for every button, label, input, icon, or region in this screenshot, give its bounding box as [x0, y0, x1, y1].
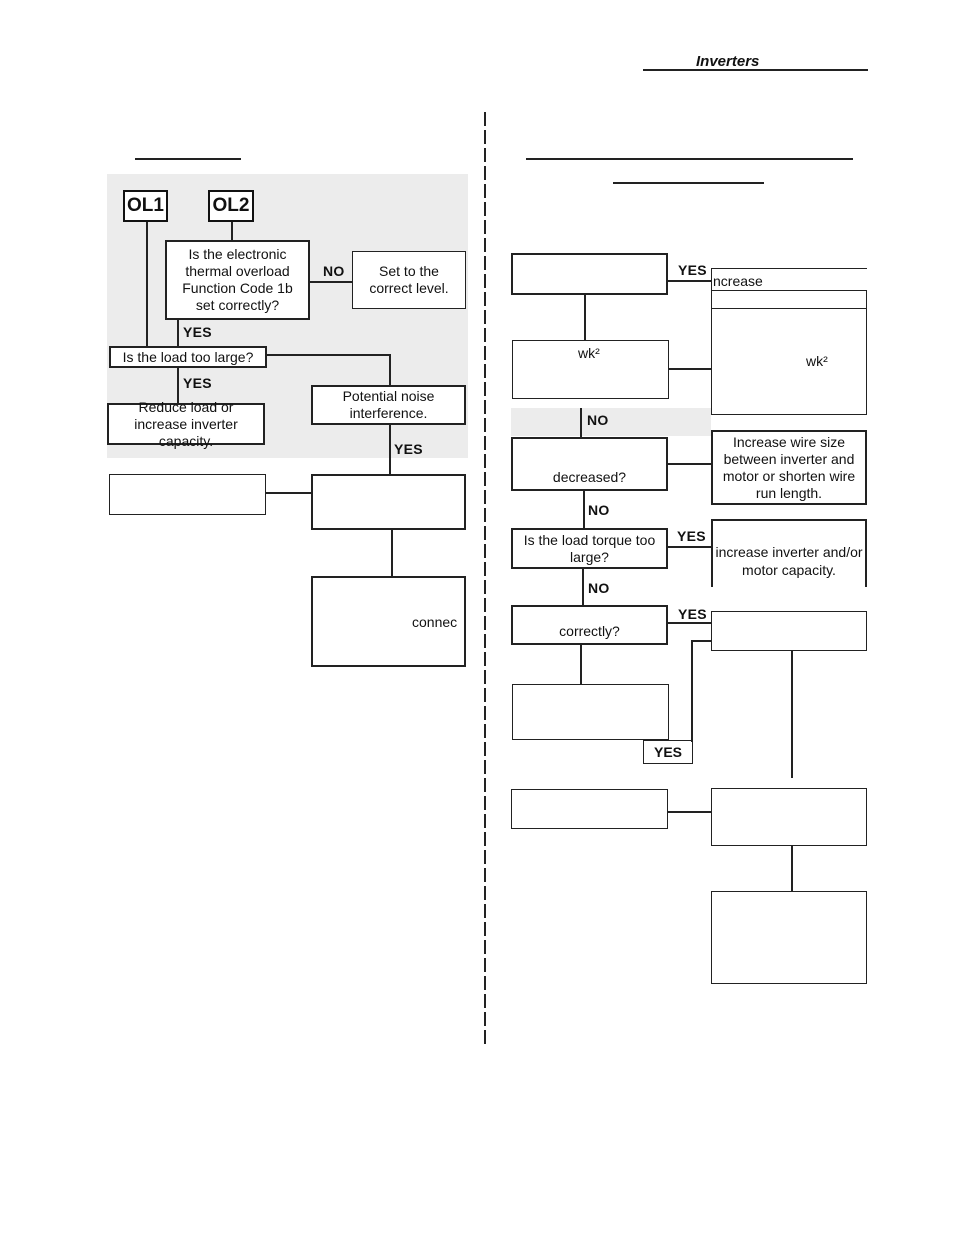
- label-no-torque: NO: [588, 580, 610, 596]
- right-correctly-box: correctly?: [511, 605, 668, 645]
- right-shaded-region: [511, 408, 711, 436]
- label-yes-torque: YES: [677, 528, 706, 544]
- right-wk2-box-right: [711, 308, 867, 415]
- left-section-title-rule: [135, 158, 241, 160]
- increase-partial-subbox: [711, 290, 867, 309]
- left-empty-box-3: [311, 576, 466, 667]
- line-noise-yes: [389, 425, 391, 474]
- label-yes-thermal: YES: [183, 324, 212, 340]
- line-q1-yes: [668, 280, 712, 282]
- set-correct-level: Set to the correct level.: [352, 251, 466, 309]
- header-rule: [643, 69, 868, 71]
- increase-capacity-text: increase inverter and/or motor capacity.: [715, 544, 863, 578]
- line-decreased-to-wire: [668, 463, 712, 465]
- line-d-to-e: [791, 846, 793, 891]
- label-yes-q1: YES: [678, 262, 707, 278]
- line-ol2-down: [231, 222, 233, 240]
- line-c-to-d: [668, 811, 712, 813]
- label-no-wk2: NO: [587, 412, 609, 428]
- connec-fragment: connec: [412, 614, 458, 630]
- line-ol1-down: [146, 222, 148, 346]
- line-box2-to-box3: [391, 530, 393, 576]
- line-thermal-no: [310, 281, 352, 283]
- label-yes-correctly: YES: [678, 606, 707, 622]
- line-yes-right: [691, 640, 712, 642]
- right-section-subtitle-rule: [613, 182, 764, 184]
- right-decreased-box: decreased?: [511, 437, 668, 491]
- line-wk2-connect: [669, 368, 712, 370]
- reduce-load-box: Reduce load or increase inverter capacit…: [107, 399, 265, 449]
- right-empty-box-e: [711, 891, 867, 984]
- increase-partial-text: ncrease: [713, 273, 763, 289]
- line-yes-up: [691, 640, 693, 742]
- line-correctly-down: [580, 645, 582, 685]
- line-wk2-no: [580, 408, 582, 438]
- wk2-right-text: wk²: [806, 353, 828, 369]
- ol1-tag: OL1: [123, 190, 168, 222]
- label-yes-load: YES: [183, 375, 212, 391]
- line-torque-yes: [668, 546, 712, 548]
- right-empty-box-c: [511, 789, 668, 829]
- yes-label-box: YES: [643, 740, 693, 764]
- right-q1-box: [511, 253, 668, 295]
- ol2-tag: OL2: [208, 190, 254, 222]
- right-empty-box-b: [512, 684, 669, 740]
- q-load-torque-box: Is the load torque too large?: [511, 528, 668, 569]
- increase-partial-box: [711, 268, 867, 290]
- increase-capacity-box: [711, 519, 867, 587]
- left-empty-box-1: [109, 474, 266, 515]
- line-load-yes: [177, 368, 179, 403]
- label-yes-noise: YES: [394, 441, 423, 457]
- left-empty-box-2: [311, 474, 466, 530]
- line-noise-up: [389, 354, 391, 385]
- line-right-long: [791, 651, 793, 778]
- wire-size-box: Increase wire size between inverter and …: [711, 430, 867, 505]
- wk2-left-text: wk²: [578, 345, 600, 361]
- line-decreased-no: [583, 491, 585, 529]
- right-wk2-box-left: [512, 340, 669, 399]
- line-thermal-yes: [177, 320, 179, 346]
- label-no-decreased: NO: [588, 502, 610, 518]
- noise-interference-box: Potential noise interference.: [311, 385, 466, 425]
- line-correctly-yes: [668, 622, 712, 624]
- label-no-thermal: NO: [323, 263, 345, 279]
- decreased-text: decreased?: [552, 469, 627, 485]
- line-q1-down: [584, 295, 586, 340]
- right-empty-box-d: [711, 788, 867, 846]
- line-empty1-to-box: [266, 492, 312, 494]
- correctly-text: correctly?: [559, 623, 620, 639]
- q-load-too-large: Is the load too large?: [109, 346, 267, 368]
- line-load-to-noise: [267, 354, 391, 356]
- page-header-title: Inverters: [696, 53, 760, 70]
- right-empty-box-a: [711, 611, 867, 651]
- right-section-title-rule: [526, 158, 853, 160]
- line-torque-no: [582, 569, 584, 606]
- q-thermal-overload: Is the electronic thermal overload Funct…: [165, 240, 310, 320]
